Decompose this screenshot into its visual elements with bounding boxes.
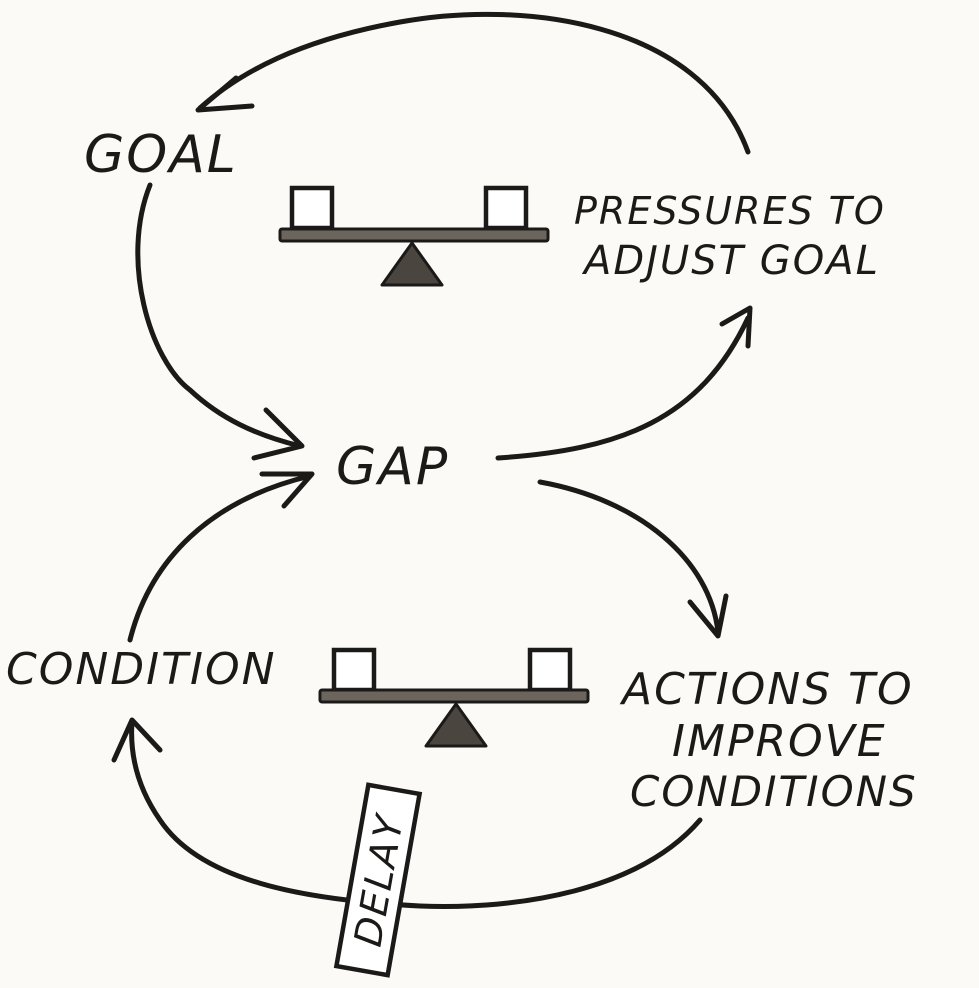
actions-label-line3: CONDITIONS [630,767,918,816]
arrow-condition-to-gap [127,473,313,643]
arrowhead-actions-to-condition [111,717,163,763]
arrow-actions-to-condition [129,719,703,909]
condition-label: CONDITION [6,644,277,695]
pressures-label-line1: PRESSURES TO [574,189,886,233]
pressures-label-line2: ADJUST GOAL [581,238,880,284]
arrow-pressures-to-goal [197,11,751,155]
arrowhead-condition-to-gap [259,471,315,509]
balance-icon-bottom [318,647,590,748]
delay-marker: DELAY [333,782,423,978]
arrowhead-gap-to-actions [687,593,729,639]
gap-label: GAP [336,437,449,497]
actions-label-line1: ACTIONS TO [619,664,914,715]
arrowhead-gap-to-pressures [719,305,753,349]
balance-icon-top [278,185,550,287]
goal-label: GOAL [84,125,238,185]
arrow-gap-to-pressures [495,315,751,461]
arrow-goal-to-gap [135,182,303,449]
actions-label-line2: IMPROVE [672,716,887,767]
arrowhead-pressures-to-goal [195,75,255,113]
arrowhead-goal-to-gap [251,407,305,461]
arrow-gap-to-actions [537,479,721,635]
